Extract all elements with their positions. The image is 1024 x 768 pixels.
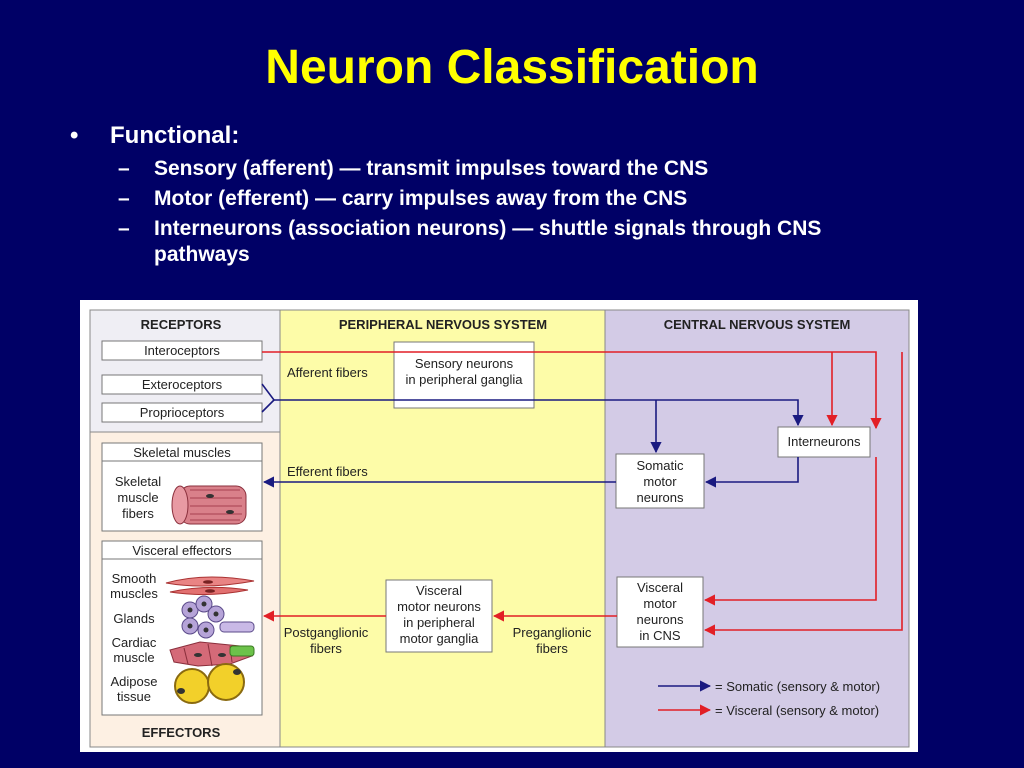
cardiac-muscle-illustration [169,641,255,667]
sensory-neurons-box [393,341,535,409]
sub-bullet-motor-text: Motor (efferent) — carry impulses away f… [154,187,688,210]
neuron-classification-diagram: RECEPTORS PERIPHERAL NERVOUS SYSTEM CENT… [80,300,918,752]
visceral-ganglia-line4: motor ganglia [400,631,480,646]
sub-bullet-motor: – Motor (efferent) — carry impulses away… [70,186,990,212]
visceral-cns-line3: neurons [637,612,684,627]
bullet-list: • Functional: – Sensory (afferent) — tra… [70,120,990,268]
proprioceptors-label: Proprioceptors [140,405,225,420]
bullet-functional-text: Functional: [110,122,240,149]
efferent-fibers-label: Efferent fibers [287,464,368,479]
visceral-efferent-path-1 [703,457,877,606]
sensory-neurons-line1: Sensory neurons [415,356,514,371]
skeletal-muscle-fiber-illustration [171,485,247,525]
skeletal-label-3: fibers [122,506,154,521]
postganglionic-label-2: fibers [310,641,342,656]
preganglionic-label-2: fibers [536,641,568,656]
sub-bullet-interneurons-text-cont: pathways [154,243,250,266]
sub-bullet-sensory-text: Sensory (afferent) — transmit impulses t… [154,157,709,180]
adipose-tissue-label-2: tissue [117,689,151,704]
sub-bullet-sensory: – Sensory (afferent) — transmit impulses… [70,156,990,182]
adipose-tissue-illustration [174,663,245,704]
sub-bullet-interneurons-text: Interneurons (association neurons) — shu… [154,217,822,240]
smooth-muscles-label-1: Smooth [112,571,157,586]
smooth-muscle-illustration [165,576,255,596]
effectors-header: EFFECTORS [142,725,221,740]
cardiac-muscle-label-2: muscle [113,650,154,665]
receptors-header: RECEPTORS [141,317,222,332]
visceral-cns-line4: in CNS [639,628,681,643]
visceral-cns-line1: Visceral [637,580,683,595]
cns-panel [604,309,910,748]
somatic-motor-line3: neurons [637,490,684,505]
somatic-motor-box [615,453,705,509]
visceral-ganglia-line1: Visceral [416,583,462,598]
visceral-cns-box [616,576,704,648]
gland-illustration [181,595,255,639]
interneurons-label: Interneurons [788,434,861,449]
preganglionic-label-1: Preganglionic [513,625,592,640]
visceral-efferent-path-2 [703,352,903,636]
skeletal-muscles-header: Skeletal muscles [133,445,231,460]
postganglionic-label-1: Postganglionic [284,625,369,640]
bullet-dot: • [70,122,79,149]
visceral-ganglia-line3: in peripheral [403,615,475,630]
somatic-motor-line1: Somatic [637,458,684,473]
dash-mark: – [118,217,130,240]
diagram-svg: RECEPTORS PERIPHERAL NERVOUS SYSTEM CENT… [89,309,910,748]
somatic-afferent-from-exteroceptors [261,383,275,401]
visceral-cns-line2: motor [643,596,677,611]
somatic-motor-line2: motor [643,474,677,489]
dash-mark: – [118,157,130,180]
adipose-tissue-label-1: Adipose [111,674,158,689]
smooth-muscles-label-2: muscles [110,586,158,601]
skeletal-label-1: Skeletal [115,474,161,489]
legend: = Somatic (sensory & motor) = Visceral (… [658,679,880,718]
skeletal-label-2: muscle [117,490,158,505]
legend-somatic-label: = Somatic (sensory & motor) [715,679,880,694]
slide-title: Neuron Classification [265,41,759,94]
pns-header: PERIPHERAL NERVOUS SYSTEM [339,317,547,332]
visceral-afferent-path [262,351,882,430]
visceral-ganglia-box [385,579,493,653]
interneuron-to-somatic-motor [704,457,799,488]
dash-mark: – [118,187,130,210]
visceral-ganglia-line2: motor neurons [397,599,481,614]
bullet-functional: • Functional: [70,120,990,152]
visceral-effectors-header: Visceral effectors [132,543,232,558]
somatic-afferent-path [274,399,804,427]
legend-visceral-label: = Visceral (sensory & motor) [715,703,879,718]
sub-bullet-interneurons: – Interneurons (association neurons) — s… [70,216,990,268]
glands-label: Glands [113,611,155,626]
cns-header: CENTRAL NERVOUS SYSTEM [664,317,851,332]
somatic-afferent-from-proprioceptors [261,399,275,413]
proprioceptors-box [101,402,263,423]
interoceptors-box [101,340,263,361]
cardiac-muscle-label-1: Cardiac [112,635,157,650]
interneurons-box [777,426,871,458]
sensory-neurons-line2: in peripheral ganglia [405,372,523,387]
exteroceptors-label: Exteroceptors [142,377,223,392]
interoceptors-label: Interoceptors [144,343,220,358]
afferent-fibers-label: Afferent fibers [287,365,368,380]
